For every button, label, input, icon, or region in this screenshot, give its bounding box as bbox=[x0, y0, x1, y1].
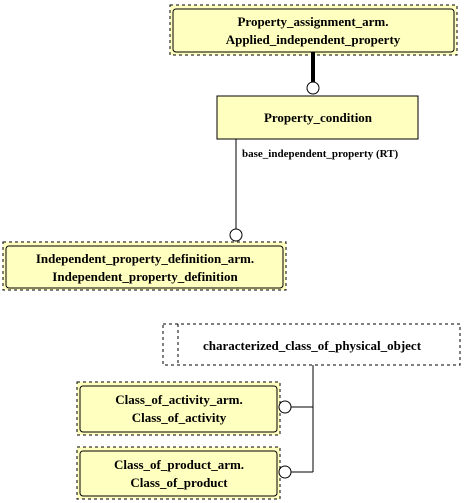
entity-property-assignment[interactable]: Property_assignment_arm. Applied_indepen… bbox=[169, 4, 458, 56]
entity-label-line2: Class_of_activity bbox=[132, 410, 227, 425]
entity-label-line1: Class_of_product_arm. bbox=[114, 457, 244, 472]
attribute-label: base_independent_property (RT) bbox=[242, 148, 399, 160]
entity-box bbox=[79, 450, 278, 497]
entity-label-line1: Independent_property_definition_arm. bbox=[36, 251, 254, 266]
relationship-end-circle bbox=[229, 228, 243, 242]
entity-label-line1: Property_assignment_arm. bbox=[237, 14, 388, 29]
entity-box bbox=[216, 95, 419, 140]
entity-label-line2: Independent_property_definition bbox=[52, 269, 238, 284]
entity-property-condition[interactable]: Property_condition bbox=[216, 95, 419, 140]
entity-box bbox=[79, 385, 278, 433]
relationship-end-circle bbox=[306, 81, 320, 95]
relationship-end-circle bbox=[278, 400, 292, 414]
entity-label-line2: Applied_independent_property bbox=[226, 32, 401, 47]
entity-independent-property-definition[interactable]: Independent_property_definition_arm. Ind… bbox=[2, 241, 287, 291]
entity-label: Property_condition bbox=[264, 110, 373, 125]
entity-label-line2: Class_of_product bbox=[130, 475, 228, 490]
entity-label: characterized_class_of_physical_object bbox=[203, 338, 422, 353]
entity-class-of-product[interactable]: Class_of_product_arm. Class_of_product bbox=[76, 446, 281, 500]
entity-label-line1: Class_of_activity_arm. bbox=[115, 392, 242, 407]
entity-box bbox=[5, 245, 284, 289]
entity-class-of-activity[interactable]: Class_of_activity_arm. Class_of_activity bbox=[76, 381, 281, 436]
relationship-end-circle bbox=[278, 465, 292, 479]
entity-frame bbox=[162, 323, 461, 366]
entity-characterized-class[interactable]: characterized_class_of_physical_object bbox=[162, 323, 461, 366]
